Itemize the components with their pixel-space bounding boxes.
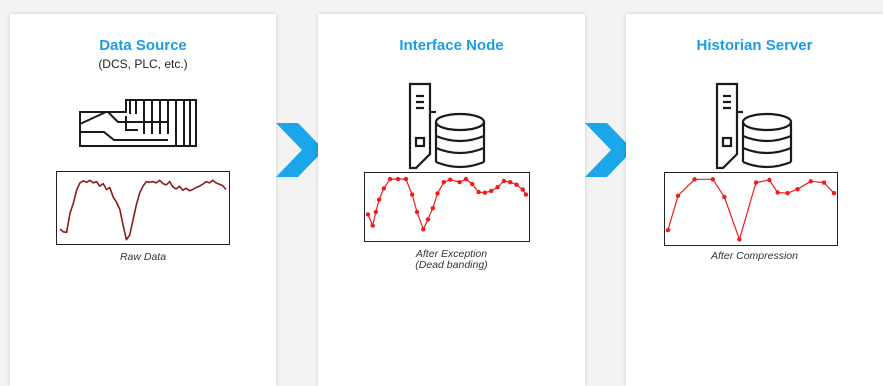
data-point xyxy=(795,187,800,192)
data-point xyxy=(403,176,409,182)
rack-device-icon xyxy=(79,99,197,147)
panel-title: Interface Node xyxy=(399,37,504,54)
data-point xyxy=(523,192,529,197)
historian-server-panel: Historian Server After Compression xyxy=(626,14,883,386)
after-exception-chart xyxy=(364,172,530,242)
raw-data-chart xyxy=(56,171,230,245)
data-point xyxy=(457,180,462,185)
data-point xyxy=(376,197,382,202)
chevron-right-icon xyxy=(585,123,633,177)
series-line xyxy=(367,178,527,230)
chart-caption: After Exception (Dead banding) xyxy=(318,249,585,271)
data-point xyxy=(463,176,469,182)
data-point xyxy=(410,192,415,197)
data-point xyxy=(489,188,494,194)
data-point xyxy=(495,185,500,190)
data-point xyxy=(514,182,519,187)
series-line xyxy=(667,178,835,241)
data-point xyxy=(370,223,375,228)
data-point xyxy=(482,190,488,195)
data-point xyxy=(476,189,481,195)
data-point xyxy=(722,194,727,200)
data-point xyxy=(501,178,507,184)
panel-title: Data Source xyxy=(99,37,187,54)
server-database-icon xyxy=(715,82,793,170)
data-point xyxy=(737,237,742,242)
data-point xyxy=(441,180,446,185)
data-point xyxy=(785,191,790,196)
data-point xyxy=(430,206,435,211)
after-compression-chart xyxy=(664,172,838,246)
data-point xyxy=(470,181,475,187)
data-point xyxy=(520,187,525,192)
chevron-right-icon xyxy=(276,123,324,177)
data-point xyxy=(421,227,426,232)
data-point xyxy=(710,177,715,182)
data-point xyxy=(448,177,453,182)
data-point xyxy=(753,180,759,185)
data-point xyxy=(381,186,386,191)
data-point xyxy=(425,217,431,222)
data-source-panel: Data Source (DCS, PLC, etc.) Raw Data xyxy=(10,14,276,386)
data-point xyxy=(365,212,371,217)
data-point xyxy=(675,193,681,198)
data-point xyxy=(767,177,772,183)
caption-line: After Compression xyxy=(711,250,798,262)
panel-subtitle: (DCS, PLC, etc.) xyxy=(98,57,188,71)
data-point xyxy=(435,191,440,196)
series-line xyxy=(59,179,227,241)
data-point xyxy=(821,180,827,185)
data-point xyxy=(395,176,401,182)
data-point xyxy=(414,209,420,215)
caption-line: Raw Data xyxy=(119,251,167,263)
data-point xyxy=(808,179,813,184)
chart-caption: Raw Data xyxy=(10,252,276,263)
data-point xyxy=(387,176,393,182)
caption-line: After Exception xyxy=(415,248,488,260)
caption-line: (Dead banding) xyxy=(415,259,488,271)
panel-title: Historian Server xyxy=(696,37,813,54)
data-point xyxy=(775,190,780,195)
data-point xyxy=(373,209,379,215)
server-database-icon xyxy=(408,82,486,170)
data-point xyxy=(692,177,697,182)
data-point xyxy=(665,227,671,233)
data-point xyxy=(831,191,837,196)
interface-node-panel: Interface Node After Exception (Dead ban… xyxy=(318,14,585,386)
data-point xyxy=(508,180,513,185)
chart-caption: After Compression xyxy=(626,251,883,262)
